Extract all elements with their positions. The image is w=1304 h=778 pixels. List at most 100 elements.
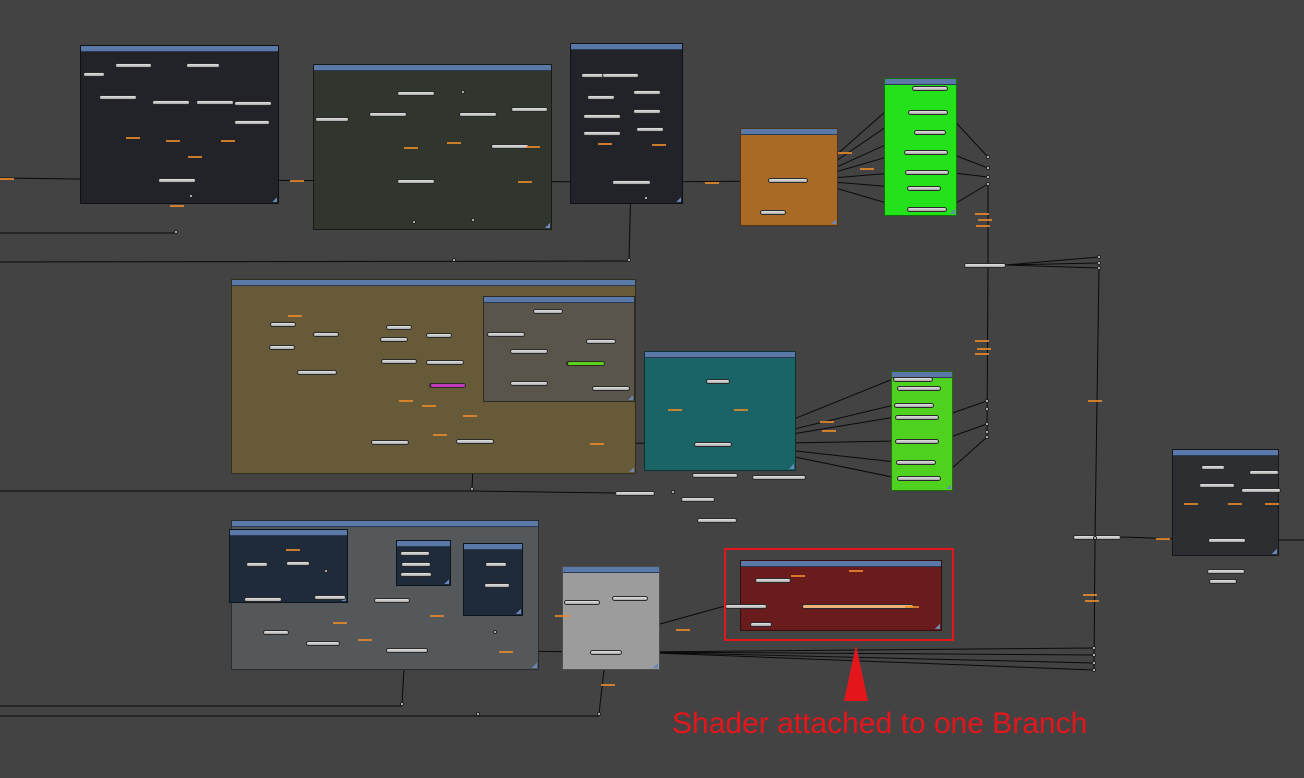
- wire-dot-node[interactable]: [671, 490, 675, 494]
- graph-node[interactable]: [633, 90, 661, 95]
- connection-wire[interactable]: [1005, 256, 1100, 266]
- node-group-g-navy-3[interactable]: [463, 543, 523, 616]
- graph-node[interactable]: [1207, 569, 1245, 574]
- wire-dot-node[interactable]: [412, 220, 416, 224]
- graph-node[interactable]: [681, 497, 715, 502]
- graph-node[interactable]: [895, 439, 939, 444]
- wire-dot-node[interactable]: [470, 487, 474, 491]
- graph-node[interactable]: [752, 475, 806, 480]
- wire-dot-node[interactable]: [476, 712, 480, 716]
- graph-node[interactable]: [583, 131, 621, 136]
- graph-node[interactable]: [895, 415, 939, 420]
- wire-dot-node[interactable]: [644, 196, 648, 200]
- graph-node[interactable]: [912, 86, 948, 91]
- graph-node[interactable]: [894, 403, 934, 408]
- graph-node[interactable]: [615, 491, 655, 496]
- resize-handle-icon[interactable]: [545, 223, 550, 228]
- graph-node[interactable]: [286, 561, 310, 566]
- graph-node[interactable]: [1209, 579, 1237, 584]
- node-group-header[interactable]: [563, 567, 659, 573]
- resize-handle-icon[interactable]: [950, 209, 955, 214]
- node-group-header[interactable]: [885, 79, 956, 85]
- resize-handle-icon[interactable]: [946, 484, 951, 489]
- connection-wire[interactable]: [1005, 264, 1100, 269]
- graph-node[interactable]: [487, 332, 525, 337]
- graph-node[interactable]: [760, 210, 786, 215]
- node-group-g-teal[interactable]: [644, 351, 796, 471]
- graph-node[interactable]: [270, 322, 296, 327]
- node-group-header[interactable]: [464, 544, 522, 550]
- node-group-header[interactable]: [232, 521, 538, 527]
- wire-dot-node[interactable]: [986, 175, 990, 179]
- graph-node[interactable]: [269, 345, 295, 350]
- graph-node[interactable]: [315, 117, 349, 122]
- graph-node[interactable]: [905, 170, 949, 175]
- node-group-g-orange[interactable]: [740, 128, 838, 226]
- graph-node[interactable]: [1073, 535, 1121, 540]
- graph-node[interactable]: [99, 95, 137, 100]
- node-group-header[interactable]: [645, 352, 795, 358]
- graph-node[interactable]: [380, 337, 408, 342]
- graph-node[interactable]: [706, 379, 730, 384]
- resize-handle-icon[interactable]: [1272, 549, 1277, 554]
- wire-dot-node[interactable]: [1092, 653, 1096, 657]
- graph-node[interactable]: [426, 360, 464, 365]
- node-group-g-top-1[interactable]: [80, 45, 279, 204]
- wire-dot-node[interactable]: [627, 258, 631, 262]
- node-group-g-green-1[interactable]: [884, 78, 957, 216]
- graph-node[interactable]: [1249, 470, 1279, 475]
- graph-node[interactable]: [592, 386, 630, 391]
- graph-node[interactable]: [115, 63, 152, 68]
- graph-node[interactable]: [397, 179, 435, 184]
- node-group-header[interactable]: [741, 561, 941, 567]
- node-group-g-navy-2[interactable]: [396, 540, 451, 586]
- node-group-header[interactable]: [314, 65, 551, 71]
- graph-node[interactable]: [897, 386, 941, 391]
- graph-node[interactable]: [400, 572, 432, 577]
- graph-node[interactable]: [533, 309, 563, 314]
- wire-dot-node[interactable]: [986, 182, 990, 186]
- graph-node[interactable]: [371, 440, 409, 445]
- node-group-g-right[interactable]: [1172, 449, 1279, 556]
- graph-node[interactable]: [374, 598, 410, 603]
- graph-node[interactable]: [612, 596, 648, 601]
- graph-node[interactable]: [907, 207, 947, 212]
- resize-handle-icon[interactable]: [935, 624, 940, 629]
- connection-wire[interactable]: [1094, 267, 1100, 539]
- wire-dot-node[interactable]: [985, 430, 989, 434]
- node-group-header[interactable]: [230, 530, 347, 536]
- wire-dot-node[interactable]: [461, 90, 465, 94]
- graph-node[interactable]: [484, 583, 510, 588]
- graph-node[interactable]: [313, 332, 339, 337]
- wire-dot-node[interactable]: [1097, 261, 1101, 265]
- graph-node[interactable]: [510, 349, 548, 354]
- wire-dot-node[interactable]: [1092, 668, 1096, 672]
- graph-node[interactable]: [755, 578, 791, 583]
- resize-handle-icon[interactable]: [789, 464, 794, 469]
- node-group-header[interactable]: [571, 44, 682, 50]
- graph-node[interactable]: [586, 339, 616, 344]
- graph-node[interactable]: [397, 91, 435, 96]
- graph-node[interactable]: [904, 150, 948, 155]
- wire-dot-node[interactable]: [493, 630, 497, 634]
- resize-handle-icon[interactable]: [516, 609, 521, 614]
- graph-node[interactable]: [768, 178, 808, 183]
- node-group-header[interactable]: [397, 541, 450, 547]
- node-group-header[interactable]: [81, 46, 278, 52]
- graph-node[interactable]: [83, 72, 105, 77]
- wire-dot-node[interactable]: [985, 399, 989, 403]
- connection-wire[interactable]: [1005, 262, 1100, 266]
- wire-dot-node[interactable]: [597, 712, 601, 716]
- node-group-g-top-3[interactable]: [570, 43, 683, 204]
- graph-node[interactable]: [234, 101, 272, 106]
- graph-node[interactable]: [612, 180, 651, 185]
- node-group-header[interactable]: [741, 129, 837, 135]
- resize-handle-icon[interactable]: [272, 197, 277, 202]
- graph-node[interactable]: [381, 359, 417, 364]
- wire-dot-node[interactable]: [1097, 255, 1101, 259]
- node-group-header[interactable]: [232, 280, 635, 286]
- graph-node[interactable]: [750, 622, 772, 627]
- graph-node[interactable]: [636, 127, 664, 132]
- graph-node[interactable]: [263, 630, 289, 635]
